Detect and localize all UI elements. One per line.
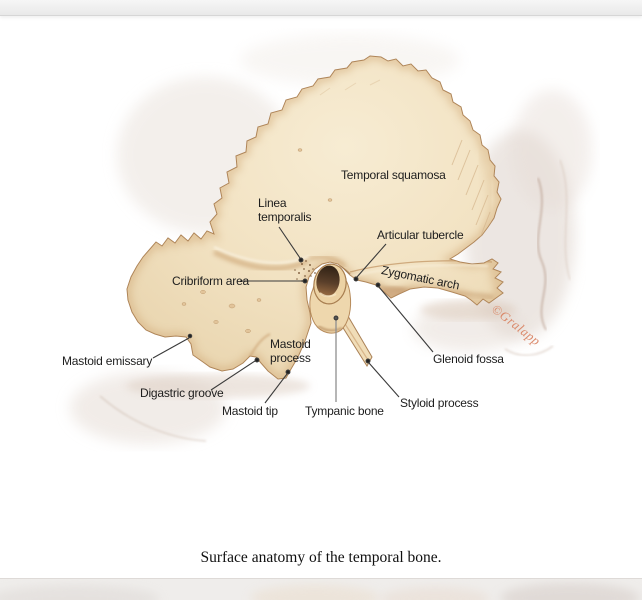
label-styloid-process: Styloid process [400,396,479,410]
label-mastoid-emissary: Mastoid emissary [62,354,153,368]
label-digastric-groove: Digastric groove [140,386,224,400]
label-temporal-squamosa: Temporal squamosa [341,168,446,182]
label-linea-temporalis: Linea temporalis [258,196,312,225]
label-tympanic-bone: Tympanic bone [305,404,384,418]
next-page-preview-blob [250,585,380,600]
external-acoustic-meatus [313,263,347,305]
leader-lines [152,226,434,404]
label-cribriform-area: Cribriform area [172,274,250,288]
label-mastoid-tip: Mastoid tip [222,404,278,418]
figure-caption: Surface anatomy of the temporal bone. [200,549,442,566]
label-glenoid-fossa: Glenoid fossa [433,352,504,366]
next-page-preview-blob [500,583,640,600]
next-page-preview-blob [0,585,160,600]
previous-page-edge [0,0,642,16]
next-page-edge [0,578,642,600]
next-page-preview-blob [380,587,490,600]
label-mastoid-process: Mastoid process [270,337,311,366]
label-articular-tubercle: Articular tubercle [377,228,464,242]
